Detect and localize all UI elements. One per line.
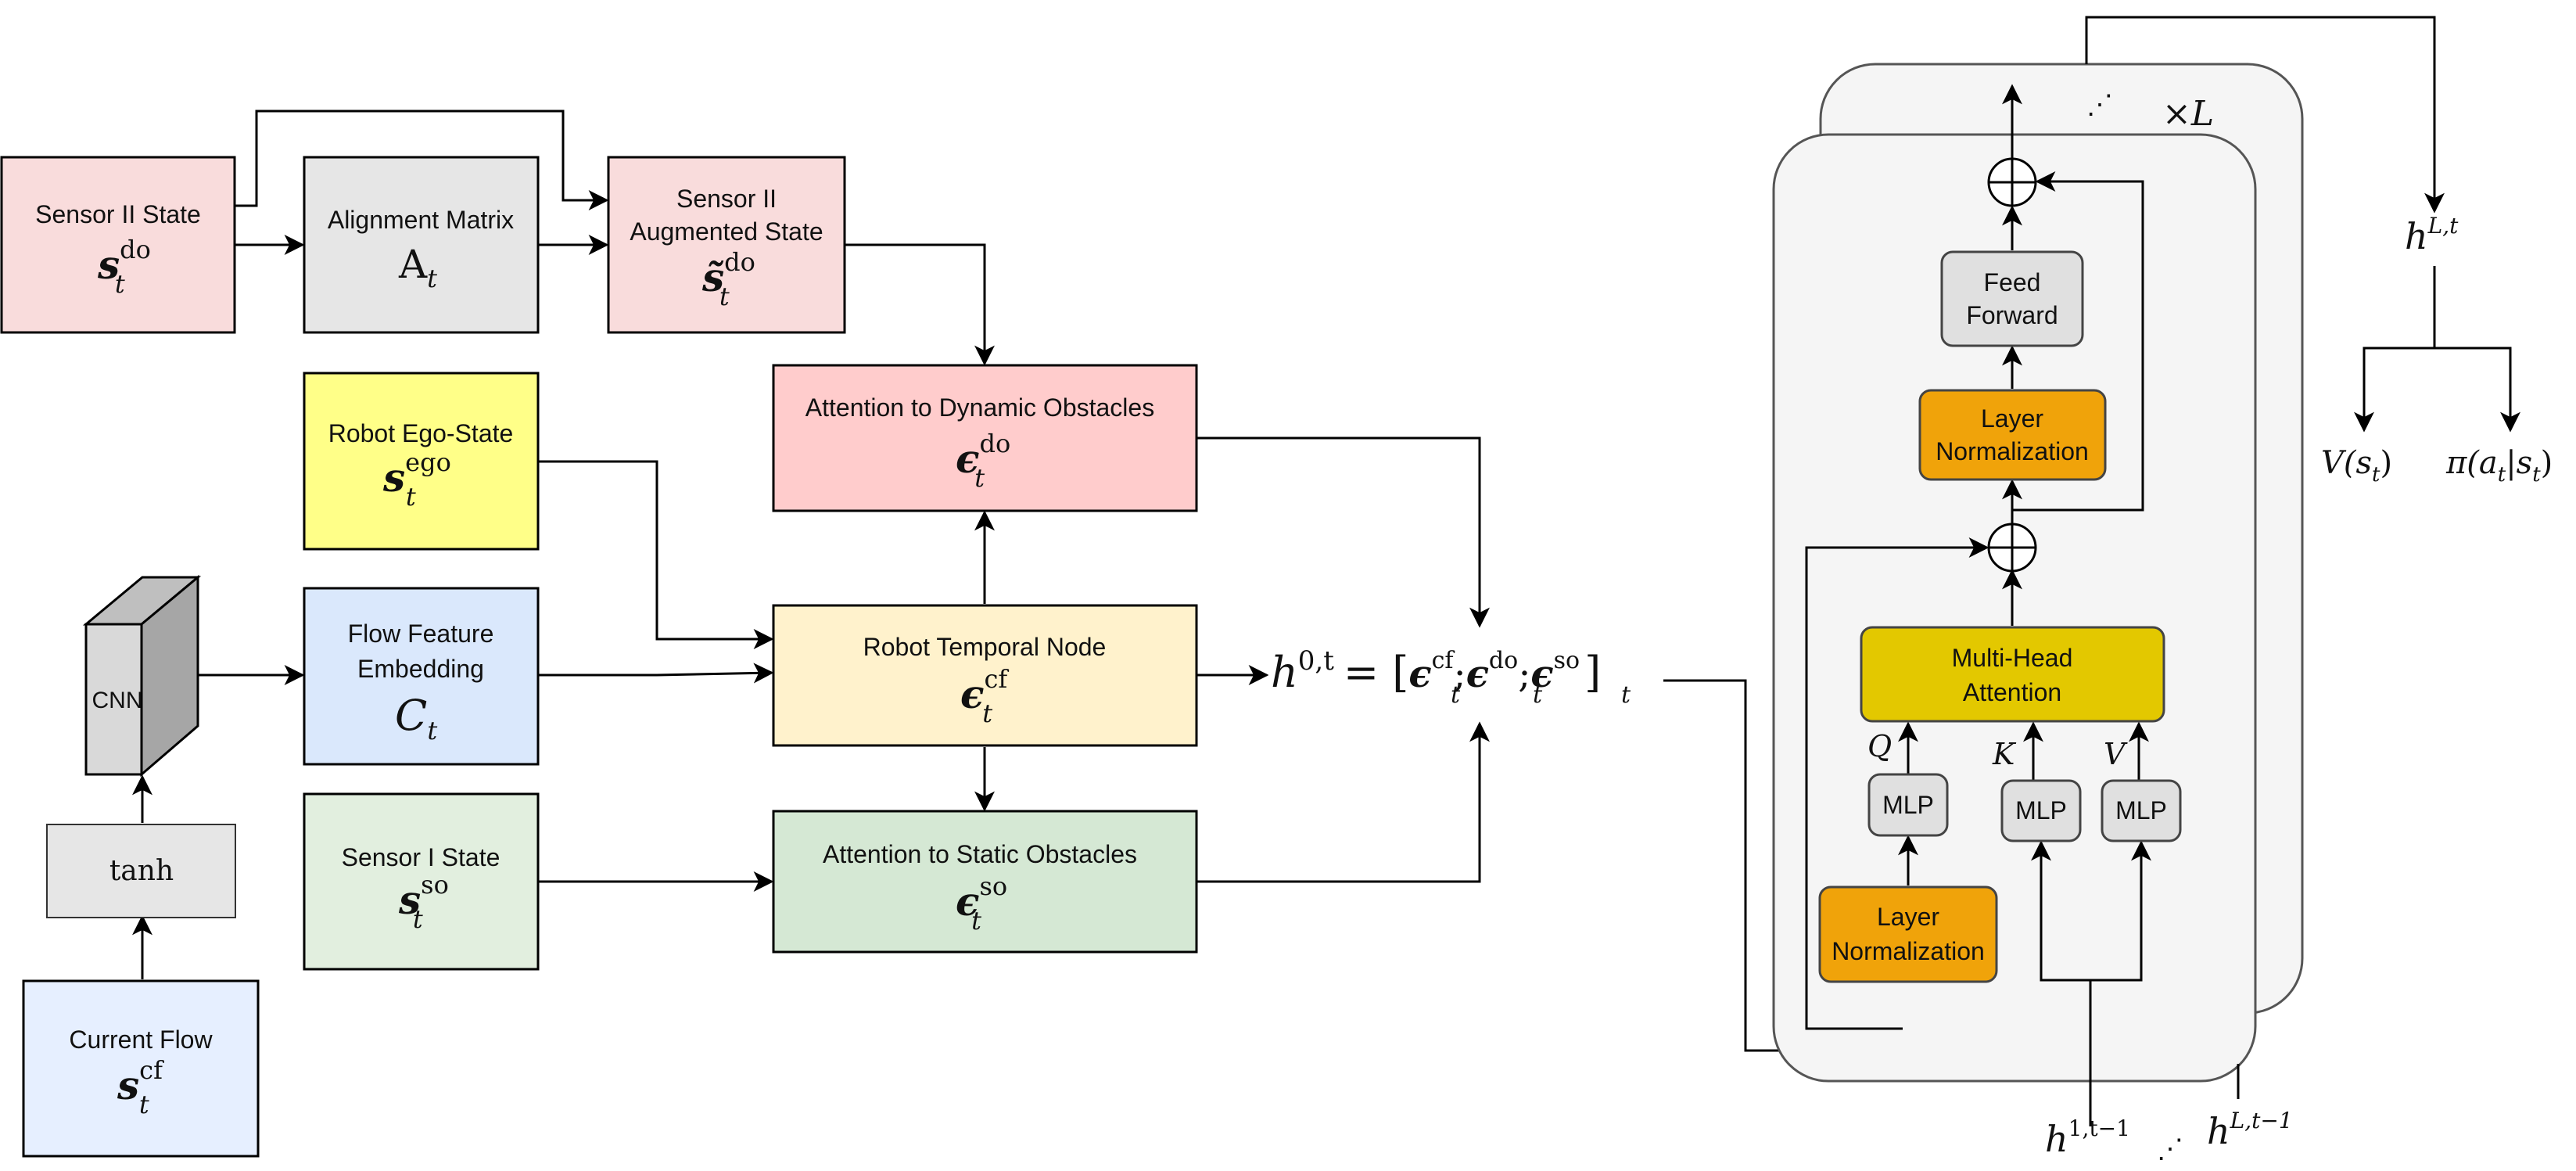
equation-sub-2: t (1533, 681, 1543, 709)
mlp-v-label: MLP (2115, 796, 2167, 824)
mha-label2: Attention (1963, 678, 2061, 706)
cnn-block: CNN (82, 574, 202, 778)
tanh-label: tanh (109, 855, 174, 887)
sensor-i-state-title: Sensor I State (342, 843, 500, 871)
h-input-first: h1,t−1 (2045, 1115, 2130, 1160)
mlp-v-box: MLP (2101, 779, 2182, 842)
layer-norm-upper-label2: Normalization (1936, 437, 2089, 465)
alignment-matrix-title: Alignment Matrix (328, 206, 514, 234)
alignment-matrix-box: Alignment Matrix At (303, 156, 540, 334)
transformer-connectors (1805, 16, 2520, 1126)
layer-norm-lower-label2: Normalization (1832, 937, 1985, 965)
k-label: K (1992, 737, 2017, 771)
mlp-q-box: MLP (1867, 773, 1949, 837)
feed-forward-box: Feed Forward (1940, 250, 2084, 347)
attention-static-title: Attention to Static Obstacles (823, 840, 1137, 868)
h-input-last: hL,t−1 (2207, 1108, 2293, 1152)
residual-add-mid (1987, 523, 2037, 573)
policy-output: π(at|st) (2445, 445, 2553, 487)
multi-head-attention-box: Multi-Head Attention (1860, 626, 2165, 723)
cnn-label: CNN (92, 688, 143, 713)
concat-equation: h0,t= [ϵcf;ϵdo;ϵso] t t t (1268, 645, 1659, 709)
layer-norm-upper-box: Layer Normalization (1918, 389, 2107, 481)
alignment-matrix-symbol: At (398, 242, 437, 293)
h-output: hL,t (2405, 213, 2459, 257)
value-output: V(st) (2321, 445, 2392, 487)
tanh-box: tanh (46, 824, 236, 918)
mlp-k-label: MLP (2015, 796, 2067, 824)
v-label: V (2104, 737, 2128, 771)
mha-label1: Multi-Head (1952, 644, 2073, 672)
feed-forward-label2: Forward (1966, 301, 2058, 329)
flow-feature-title2: Embedding (357, 655, 484, 683)
flow-feature-box: Flow Feature Embedding Ct (303, 587, 540, 766)
q-label: Q (1867, 729, 1892, 763)
mlp-k-box: MLP (2000, 779, 2082, 842)
flow-feature-title1: Flow Feature (348, 620, 494, 648)
stack-dots-top: ⋰ (2086, 89, 2113, 120)
robot-temporal-title: Robot Temporal Node (863, 633, 1107, 661)
attention-dynamic-title: Attention to Dynamic Obstacles (805, 393, 1154, 422)
feed-forward-label1: Feed (1984, 268, 2041, 296)
residual-add-top (1987, 157, 2037, 207)
repeat-label: ×L (2162, 94, 2214, 134)
flow-feature-symbol: Ct (395, 691, 437, 745)
sensor-ii-augmented-title1: Sensor II (676, 185, 777, 213)
current-flow-title: Current Flow (69, 1026, 213, 1054)
mlp-q-label: MLP (1882, 791, 1934, 819)
equation-sub-3: t (1621, 681, 1631, 709)
equation-text: h0,t= [ϵcf;ϵdo;ϵso] (1271, 645, 1601, 697)
robot-ego-state-title: Robot Ego-State (328, 419, 514, 447)
layer-norm-lower-label1: Layer (1877, 903, 1939, 931)
layer-norm-upper-label1: Layer (1981, 404, 2043, 433)
sensor-ii-augmented-title2: Augmented State (630, 217, 823, 246)
layer-norm-lower-box: Layer Normalization (1818, 885, 1998, 983)
equation-sub-1: t (1451, 681, 1461, 709)
sensor-ii-state-title: Sensor II State (35, 200, 201, 228)
connectors (132, 110, 1913, 1052)
h-input-dots: ⋰ (2157, 1133, 2183, 1165)
